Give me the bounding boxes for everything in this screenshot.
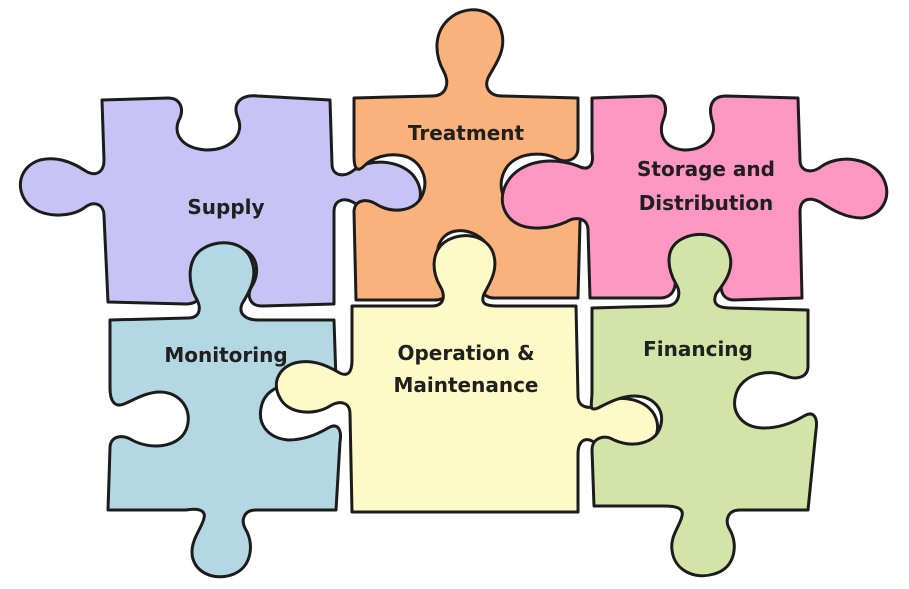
piece-financing-label: Financing (643, 337, 753, 361)
piece-financing-shape (589, 232, 818, 578)
piece-supply: Supply (18, 94, 422, 308)
piece-supply-label: Supply (187, 195, 264, 219)
piece-operation-maintenance-label-line2: Maintenance (393, 373, 538, 397)
piece-monitoring: Monitoring (106, 241, 342, 579)
piece-storage-distribution: Storage and Distribution (500, 94, 889, 302)
piece-monitoring-label: Monitoring (164, 343, 287, 367)
piece-storage-distribution-label-line1: Storage and (637, 157, 775, 181)
piece-storage-distribution-label-line2: Distribution (639, 191, 774, 215)
piece-operation-maintenance-label-line1: Operation & (397, 341, 534, 365)
piece-financing: Financing (589, 232, 818, 578)
piece-monitoring-shape (106, 241, 342, 579)
piece-storage-distribution-shape (500, 94, 889, 302)
piece-supply-shape (18, 94, 422, 308)
piece-treatment-label: Treatment (408, 121, 525, 145)
